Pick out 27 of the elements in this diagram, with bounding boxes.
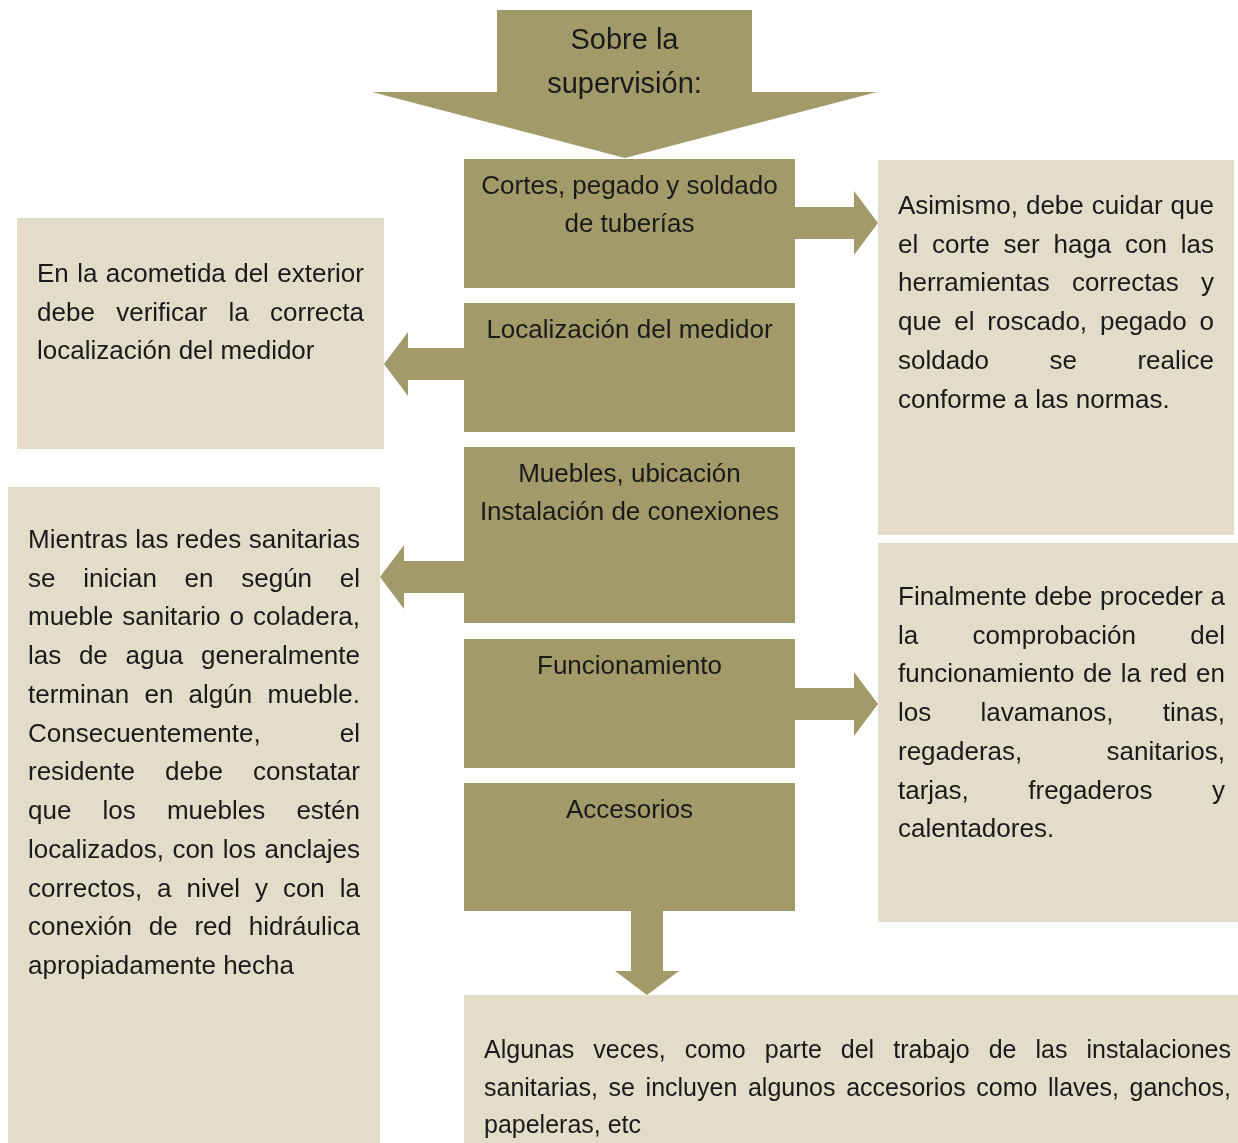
topic-box [464,783,795,911]
heading-arrow [372,10,877,158]
topic-box [464,639,795,768]
note-box [8,487,380,1143]
note-box [878,543,1238,922]
note-text: Algunas veces, como parte del trabajo de las instalaciones sanitarias, se incluyen algunos accesorios como llaves, ganchos, papeleras, etc [483,1034,1232,1140]
note-text: Finalmente debe proceder a la comprobación del funcionamiento de la red en los lavamanos, tinas, regaderas, sanitarios, tarjas, fregaderos y calentadores. [897,580,1226,846]
block-arrow [384,332,464,396]
topic-label: Cortes, pegado y soldado de tuberías [480,169,779,240]
topic-box [464,303,795,432]
block-arrow [615,911,679,995]
note-text: Asimismo, debe cuidar que el corte ser haga con las herramientas correctas y que el roscado, pegado o soldado se realice conforme a las normas. [897,189,1215,416]
block-arrow [380,545,464,609]
heading-text: Sobre la supervisión: [546,22,703,101]
note-box [464,995,1238,1143]
topic-box [464,159,795,288]
note-box [878,160,1234,535]
block-arrow [795,672,878,736]
topic-label: Accesorios [564,793,695,826]
topic-label: Funcionamiento [536,649,723,682]
topic-box [464,447,795,623]
block-arrow [795,191,878,255]
note-text: En la acometida del exterior debe verificar la correcta localización del medidor [36,257,365,368]
topic-label: Localización del medidor [485,313,774,346]
note-text: Mientras las redes sanitarias se inician en según el mueble sanitario o coladera, las de agua generalmente terminan en algún mueble. Consecuentemente, el residente debe constatar que los muebles estén localizados, con los anclajes correctos, a nivel y con la conexión de red hidráulica apropiadamente hecha [27,523,361,983]
topic-label: Muebles, ubicación Instalación de conexiones [478,457,781,528]
note-box [17,218,384,449]
